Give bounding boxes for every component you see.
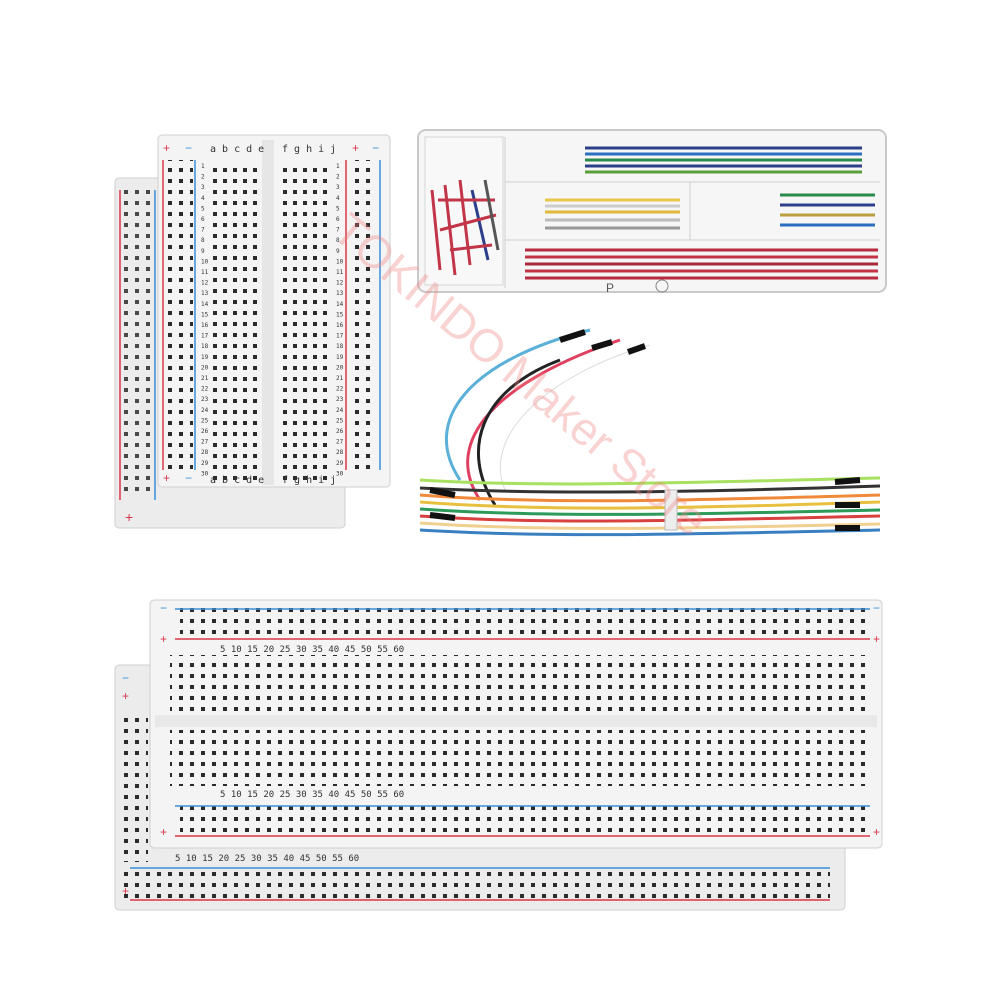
row-number: 16 [336, 322, 344, 329]
row-number: 1 [336, 163, 340, 170]
row-number: 2 [201, 174, 205, 181]
row-number: 18 [201, 343, 209, 350]
row-number: 7 [336, 227, 340, 234]
row-number: 25 [201, 417, 209, 424]
row-number: 5 [201, 205, 205, 212]
minus-mark: − [873, 601, 880, 615]
row-number: 30 [201, 470, 209, 477]
row-number: 14 [201, 301, 209, 308]
row-number: 29 [336, 460, 344, 467]
minus-mark: − [122, 671, 129, 685]
row-number: 15 [201, 311, 209, 318]
column-letters-left: a b c d e [210, 144, 264, 155]
row-number: 10 [201, 258, 209, 265]
row-number: 27 [336, 439, 344, 446]
row-number: 10 [336, 258, 344, 265]
plus-mark: + [160, 825, 167, 839]
plus-mark: + [163, 471, 170, 485]
row-number: 28 [336, 449, 344, 456]
row-number: 21 [201, 375, 209, 382]
row-number: 17 [336, 333, 344, 340]
row-number: 9 [201, 248, 205, 255]
row-number: 25 [336, 417, 344, 424]
row-number: 8 [201, 237, 205, 244]
row-number: 15 [336, 311, 344, 318]
minus-mark: − [185, 471, 192, 485]
row-number: 23 [336, 396, 344, 403]
row-number: 19 [336, 354, 344, 361]
minus-mark: − [185, 141, 192, 155]
plus-mark: + [163, 141, 170, 155]
row-number: 11 [201, 269, 209, 276]
row-number: 6 [336, 216, 340, 223]
row-number: 30 [336, 470, 344, 477]
row-number: 9 [336, 248, 340, 255]
row-number: 28 [201, 449, 209, 456]
column-letters-right: f g h i j [282, 144, 336, 155]
half-breadboard-front: a b c d e f g h i j a b c d e f g h i j … [157, 134, 391, 488]
row-number: 22 [201, 386, 209, 393]
column-letters-right-bottom: f g h i j [282, 475, 336, 486]
jumper-wire-kit-box: P [417, 129, 887, 295]
row-number: 3 [336, 184, 340, 191]
column-numbers-top: 5 10 15 20 25 30 35 40 45 50 55 60 [220, 645, 404, 655]
column-letters-left-bottom: a b c d e [210, 475, 264, 486]
full-breadboard-front: 5 10 15 20 25 30 35 40 45 50 55 60 5 10 … [149, 599, 883, 849]
row-number: 8 [336, 237, 340, 244]
row-number: 19 [201, 354, 209, 361]
dupont-jumper-wires [419, 328, 881, 537]
row-number: 2 [336, 174, 340, 181]
row-number: 1 [201, 163, 205, 170]
row-number: 27 [201, 439, 209, 446]
row-number: 24 [201, 407, 209, 414]
row-number: 3 [201, 184, 205, 191]
row-number: 29 [201, 460, 209, 467]
row-number: 23 [201, 396, 209, 403]
column-numbers-bottom: 5 10 15 20 25 30 35 40 45 50 55 60 [220, 790, 404, 800]
row-number: 22 [336, 386, 344, 393]
row-number: 26 [336, 428, 344, 435]
minus-mark: − [160, 601, 167, 615]
row-number: 20 [336, 364, 344, 371]
row-number: 17 [201, 333, 209, 340]
row-number: 20 [201, 364, 209, 371]
row-number: 13 [201, 290, 209, 297]
plus-mark: + [873, 825, 880, 839]
plus-mark: + [352, 141, 359, 155]
row-number: 7 [201, 227, 205, 234]
row-number: 12 [336, 280, 344, 287]
row-number: 5 [336, 205, 340, 212]
column-numbers: 5 10 15 20 25 30 35 40 45 50 55 60 [175, 854, 359, 864]
box-label: P [606, 281, 614, 295]
plus-mark: + [122, 884, 129, 898]
row-number: 4 [336, 195, 340, 202]
row-number: 21 [336, 375, 344, 382]
row-number: 4 [201, 195, 205, 202]
plus-mark: + [125, 509, 133, 525]
row-number: 16 [201, 322, 209, 329]
row-number: 13 [336, 290, 344, 297]
row-number: 11 [336, 269, 344, 276]
minus-mark: − [372, 141, 379, 155]
row-number: 6 [201, 216, 205, 223]
row-number: 14 [336, 301, 344, 308]
plus-mark: + [873, 632, 880, 646]
plus-mark: + [160, 632, 167, 646]
row-number: 24 [336, 407, 344, 414]
row-number: 18 [336, 343, 344, 350]
row-number: 26 [201, 428, 209, 435]
row-number: 12 [201, 280, 209, 287]
plus-mark: + [122, 689, 129, 703]
